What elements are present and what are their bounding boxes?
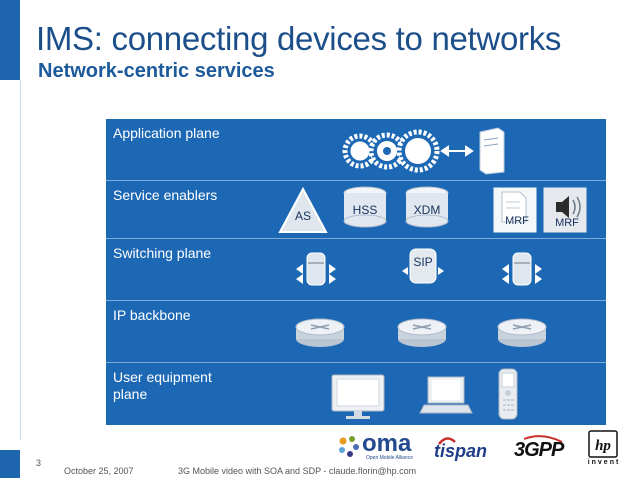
router-icon xyxy=(397,318,447,347)
footer-info: 3G Mobile video with SOA and SDP - claud… xyxy=(178,466,417,476)
xdm-label: XDM xyxy=(413,203,441,217)
plane-label: User equipment plane xyxy=(113,369,212,402)
laptop-icon xyxy=(419,376,473,414)
double-arrow-icon xyxy=(440,145,474,157)
svg-text:hp: hp xyxy=(595,438,611,454)
plane-service-enablers: Service enablers AS HSS XDM MRF xyxy=(106,181,606,239)
left-accent-cutout xyxy=(0,80,20,450)
tispan-swoosh-icon xyxy=(438,437,456,445)
plane-application: Application plane xyxy=(106,119,606,181)
hp-logo: hp invent xyxy=(580,430,626,470)
oma-tagline: Open Mobile Alliance xyxy=(366,455,413,461)
tispan-wordmark: tispan xyxy=(434,441,488,461)
mrf-document-icon xyxy=(492,186,538,234)
3gpp-swoosh-icon xyxy=(523,435,563,443)
gear-icon xyxy=(342,133,378,169)
switch-icon xyxy=(502,252,542,286)
tispan-logo: tispan xyxy=(434,436,496,462)
plane-label: IP backbone xyxy=(113,307,191,323)
gear-icon xyxy=(368,132,406,170)
application-servers-icon xyxy=(342,127,505,175)
hp-tagline: invent xyxy=(587,459,621,466)
plane-user-equipment: User equipment plane xyxy=(106,363,606,425)
slide-subtitle: Network-centric services xyxy=(38,60,275,82)
plane-label: Service enablers xyxy=(113,187,218,203)
server-icon xyxy=(479,127,505,175)
mobile-phone-icon xyxy=(498,368,518,420)
gear-icon xyxy=(396,129,440,173)
hss-label: HSS xyxy=(352,203,378,217)
oma-wordmark: oma xyxy=(362,430,412,457)
mrf-label: MRF xyxy=(555,217,579,229)
3gpp-logo: 3GPP xyxy=(512,434,568,464)
mrf-speaker-icon xyxy=(542,186,588,234)
as-label: AS xyxy=(294,209,311,223)
sip-label: SIP xyxy=(413,255,433,269)
plane-ip-backbone: IP backbone xyxy=(106,301,606,363)
plane-label: Application plane xyxy=(113,125,220,141)
oma-logo: oma Open Mobile Alliance xyxy=(338,432,424,462)
oma-dots-icon xyxy=(339,436,359,457)
ims-architecture-diagram: Application plane xyxy=(106,119,606,425)
sip-proxy-icon xyxy=(402,248,444,284)
footer-date: October 25, 2007 xyxy=(64,466,134,476)
mrf-label: MRF xyxy=(505,215,529,227)
xdm-database-icon xyxy=(405,186,449,228)
router-icon xyxy=(497,318,547,347)
plane-label: Switching plane xyxy=(113,245,212,261)
slide-title: IMS: connecting devices to networks xyxy=(36,20,562,57)
hp-badge-icon: hp xyxy=(588,430,618,458)
switch-icon xyxy=(296,252,336,286)
as-triangle-icon xyxy=(278,187,328,233)
plane-switching: Switching plane SIP xyxy=(106,239,606,301)
router-icon xyxy=(295,318,345,347)
left-divider xyxy=(20,80,21,440)
3gpp-wordmark: 3GPP xyxy=(514,439,564,461)
hss-database-icon xyxy=(343,186,387,228)
page-number: 3 xyxy=(36,458,42,468)
monitor-icon xyxy=(331,374,385,419)
